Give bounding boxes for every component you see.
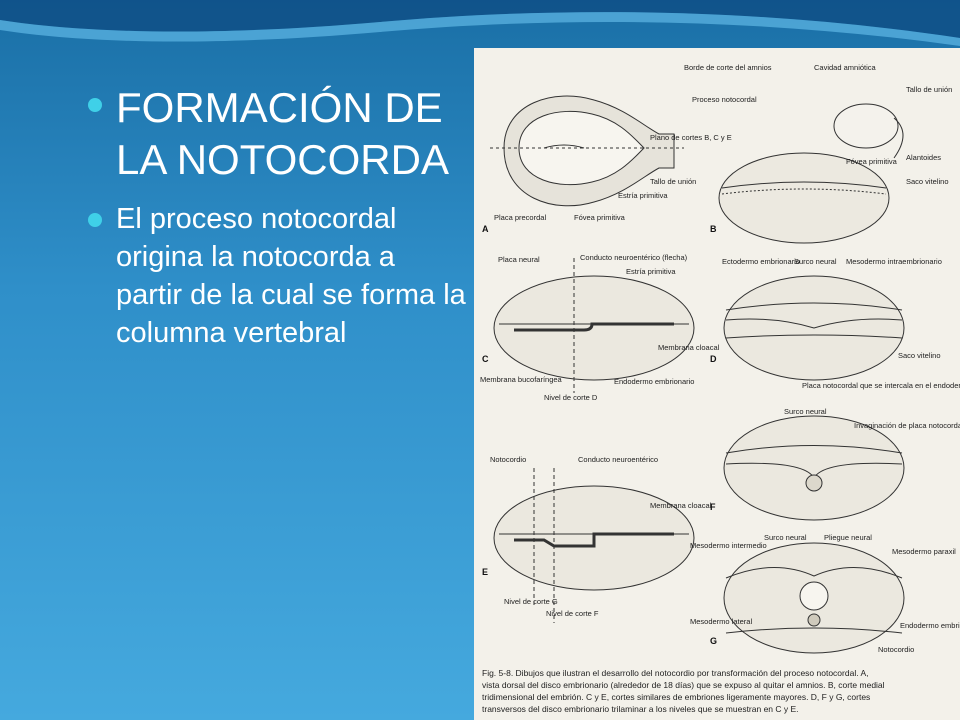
label-c-6: Nivel de corte D bbox=[544, 393, 598, 402]
label-c-2: Estría primitiva bbox=[626, 267, 676, 276]
caption-line-3: transversos del disco embrionario trilam… bbox=[482, 704, 799, 714]
label-b-1: Tallo de unión bbox=[906, 85, 952, 94]
label-c-3: Membrana cloacal bbox=[658, 343, 720, 352]
panel-g-letter: G bbox=[710, 636, 717, 646]
label-c-0: Placa neural bbox=[498, 255, 540, 264]
label-e-3: Nivel de corte G bbox=[504, 597, 558, 606]
label-a-1: Proceso notocordal bbox=[692, 95, 757, 104]
caption-line-2: tridimensional del embrión. C y E, corte… bbox=[482, 692, 870, 702]
label-e-1: Conducto neuroentérico bbox=[578, 455, 658, 464]
panel-f-drawing bbox=[723, 415, 905, 521]
panel-g-drawing bbox=[723, 542, 905, 654]
panel-e-drawing bbox=[493, 468, 695, 623]
figure-drawing: A B C D E F G Borde de corte del amnios … bbox=[480, 63, 960, 714]
slide-body-text: El proceso notocordal origina la notocor… bbox=[116, 203, 466, 349]
label-g-1: Pliegue neural bbox=[824, 533, 872, 542]
bullet-dot-icon bbox=[88, 98, 102, 112]
panel-f-letter: F bbox=[710, 502, 716, 512]
caption-line-0: Fig. 5-8. Dibujos que ilustran el desarr… bbox=[482, 668, 869, 678]
label-d-2: Mesodermo intraembrionario bbox=[846, 257, 942, 266]
label-a-2: Plano de cortes B, C y E bbox=[650, 133, 732, 142]
label-g-6: Notocordio bbox=[878, 645, 914, 654]
panel-d-drawing bbox=[723, 275, 905, 381]
label-a-5: Placa precordal bbox=[494, 213, 546, 222]
bullet-title: FORMACIÓN DE LA NOTOCORDA bbox=[88, 82, 468, 186]
label-e-0: Notocordio bbox=[490, 455, 526, 464]
label-b-0: Cavidad amniótica bbox=[814, 63, 877, 72]
bullet-list: FORMACIÓN DE LA NOTOCORDA El proceso not… bbox=[88, 82, 468, 352]
embryo-figure: A B C D E F G Borde de corte del amnios … bbox=[474, 48, 960, 720]
label-b-2: Fóvea primitiva bbox=[846, 157, 898, 166]
label-a-6: Fóvea primitiva bbox=[574, 213, 626, 222]
label-d-3: Saco vitelino bbox=[898, 351, 941, 360]
label-c-4: Membrana bucofaríngea bbox=[480, 375, 563, 384]
label-f-1: Invaginación de placa notocordal bbox=[854, 421, 960, 430]
bullet-dot-icon bbox=[88, 213, 102, 227]
label-b-3: Alantoides bbox=[906, 153, 941, 162]
panel-c-letter: C bbox=[482, 354, 489, 364]
label-g-2: Mesodermo intermedio bbox=[690, 541, 767, 550]
panel-e-letter: E bbox=[482, 567, 488, 577]
panel-a-drawing bbox=[490, 95, 684, 207]
panel-a-letter: A bbox=[482, 224, 489, 234]
caption-line-1: vista dorsal del disco embrionario (alre… bbox=[482, 680, 885, 690]
label-d-0: Ectodermo embrionario bbox=[722, 257, 800, 266]
label-c-1: Conducto neuroentérico (flecha) bbox=[580, 253, 688, 262]
label-a-3: Tallo de unión bbox=[650, 177, 696, 186]
label-c-5: Endodermo embrionario bbox=[614, 377, 694, 386]
label-e-2: Membrana cloacal bbox=[650, 501, 712, 510]
label-a-4: Estría primitiva bbox=[618, 191, 668, 200]
label-g-4: Mesodermo lateral bbox=[690, 617, 752, 626]
label-g-5: Endodermo embrionario bbox=[900, 621, 960, 630]
label-g-0: Surco neural bbox=[764, 533, 807, 542]
label-d-1: Surco neural bbox=[794, 257, 837, 266]
panel-b-drawing bbox=[718, 103, 904, 244]
panel-b-letter: B bbox=[710, 224, 717, 234]
panel-d-letter: D bbox=[710, 354, 717, 364]
slide-title: FORMACIÓN DE LA NOTOCORDA bbox=[116, 84, 449, 183]
panel-c-drawing bbox=[493, 258, 695, 393]
label-g-3: Mesodermo paraxil bbox=[892, 547, 956, 556]
decorative-wave bbox=[0, 0, 960, 46]
label-f-0: Surco neural bbox=[784, 407, 827, 416]
label-b-4: Saco vitelino bbox=[906, 177, 949, 186]
label-e-4: Nivel de corte F bbox=[546, 609, 599, 618]
label-d-4: Placa notocordal que se intercala en el … bbox=[802, 381, 960, 390]
label-a-0: Borde de corte del amnios bbox=[684, 63, 772, 72]
bullet-body: El proceso notocordal origina la notocor… bbox=[88, 200, 468, 352]
